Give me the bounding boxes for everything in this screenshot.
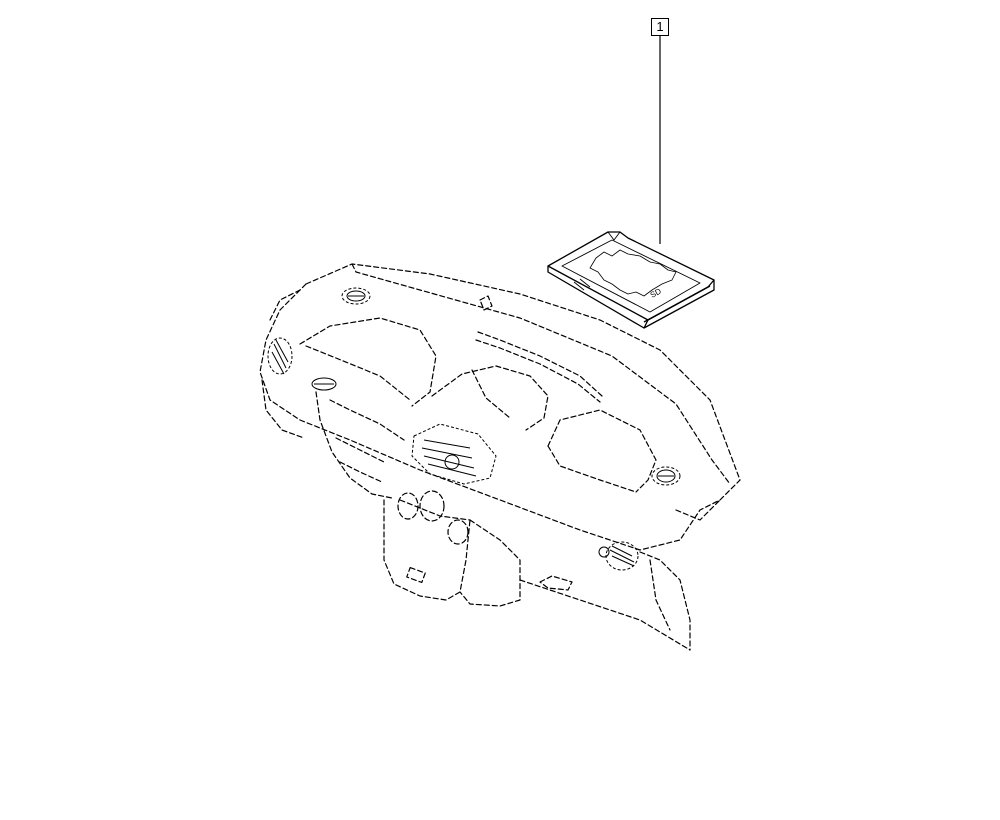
- callout-label-1[interactable]: 1: [651, 18, 669, 36]
- vent-right-side: [598, 541, 639, 571]
- control-knob-left: [397, 492, 419, 520]
- control-knob-center: [419, 490, 445, 522]
- glovebox-handle: [539, 575, 573, 591]
- control-knob-right: [447, 519, 469, 545]
- center-switch: [406, 566, 426, 584]
- instrument-cluster-hood: [299, 317, 437, 407]
- passenger-panel: [547, 409, 657, 493]
- vent-cluster: [311, 377, 337, 391]
- vent-center: [411, 423, 497, 485]
- center-hood: [431, 365, 549, 431]
- vent-left-side: [267, 337, 293, 375]
- center-stack: [383, 499, 471, 601]
- dashboard-fascia: [259, 283, 741, 551]
- dashboard-vents: [267, 287, 681, 571]
- vent-top-left: [341, 287, 371, 305]
- map-outline-icon: [589, 249, 677, 297]
- dashboard-context: [259, 263, 741, 651]
- steering-area: [315, 391, 393, 499]
- vent-top-right: [651, 466, 681, 486]
- sd-card[interactable]: SD: [547, 231, 715, 329]
- defrost-grille: [477, 331, 603, 397]
